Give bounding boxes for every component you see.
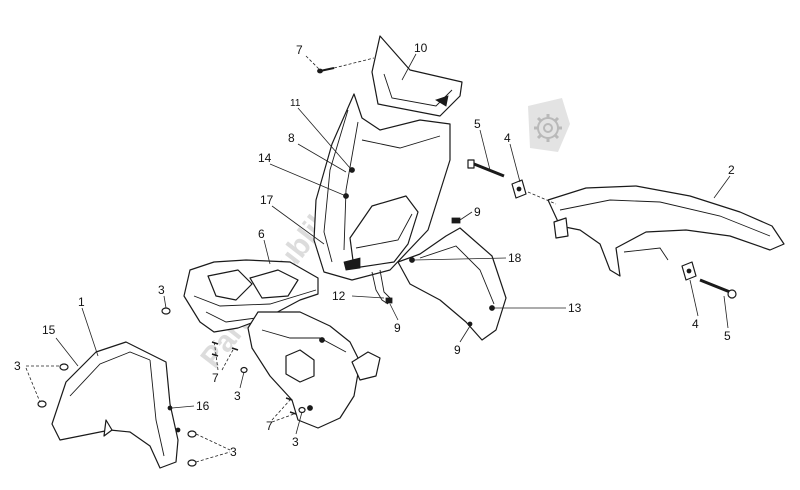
callout-11: 11 [290, 98, 301, 109]
callout-14: 14 [258, 151, 272, 165]
callout-18: 18 [508, 251, 522, 265]
callout-8: 8 [288, 131, 295, 145]
part-front-body [247, 311, 381, 429]
callout-10: 10 [414, 41, 428, 55]
callout-3-lower: 3 [292, 435, 299, 449]
callout-9-upper: 9 [474, 205, 481, 219]
callout-4-upper: 4 [504, 131, 511, 145]
clips-middle [385, 217, 461, 304]
nut-lower [681, 261, 697, 281]
bolt-lower [699, 278, 737, 299]
callout-7-middle: 7 [212, 371, 219, 385]
callout-2: 2 [728, 163, 735, 177]
callout-1: 1 [78, 295, 85, 309]
callout-9-lower: 9 [454, 343, 461, 357]
callout-5-lower: 5 [724, 329, 731, 343]
screw-top [317, 67, 335, 74]
bolt-upper [467, 159, 505, 178]
callout-16: 16 [196, 399, 210, 413]
callout-15: 15 [42, 323, 56, 337]
screws-small [37, 307, 306, 467]
callout-7-lower: 7 [266, 419, 273, 433]
part-rear-mudguard [547, 185, 785, 277]
callout-labels: 7 10 11 8 14 17 5 4 2 9 18 6 3 12 9 13 9… [14, 41, 735, 459]
callout-17: 17 [260, 193, 274, 207]
part-front-mudguard [51, 341, 181, 469]
callout-3-left: 3 [14, 359, 21, 373]
callout-4-lower: 4 [692, 317, 699, 331]
callout-12: 12 [332, 289, 346, 303]
callout-3-middle: 3 [234, 389, 241, 403]
part-wiring [371, 269, 393, 305]
part-side-panel [397, 227, 507, 341]
callout-3-dash: 3 [158, 283, 165, 297]
nut-upper [511, 179, 527, 199]
watermark-gear-icon [528, 98, 570, 152]
callout-5-upper: 5 [474, 117, 481, 131]
callout-13: 13 [568, 301, 582, 315]
callout-6: 6 [258, 227, 265, 241]
part-dashboard-cover [183, 259, 319, 333]
leader-lines [25, 53, 731, 463]
callout-7-top: 7 [296, 43, 303, 57]
part-upper-cover [371, 35, 463, 117]
part-front-shield [313, 93, 451, 281]
callout-3-right: 3 [230, 445, 237, 459]
callout-9-middle: 9 [394, 321, 401, 335]
